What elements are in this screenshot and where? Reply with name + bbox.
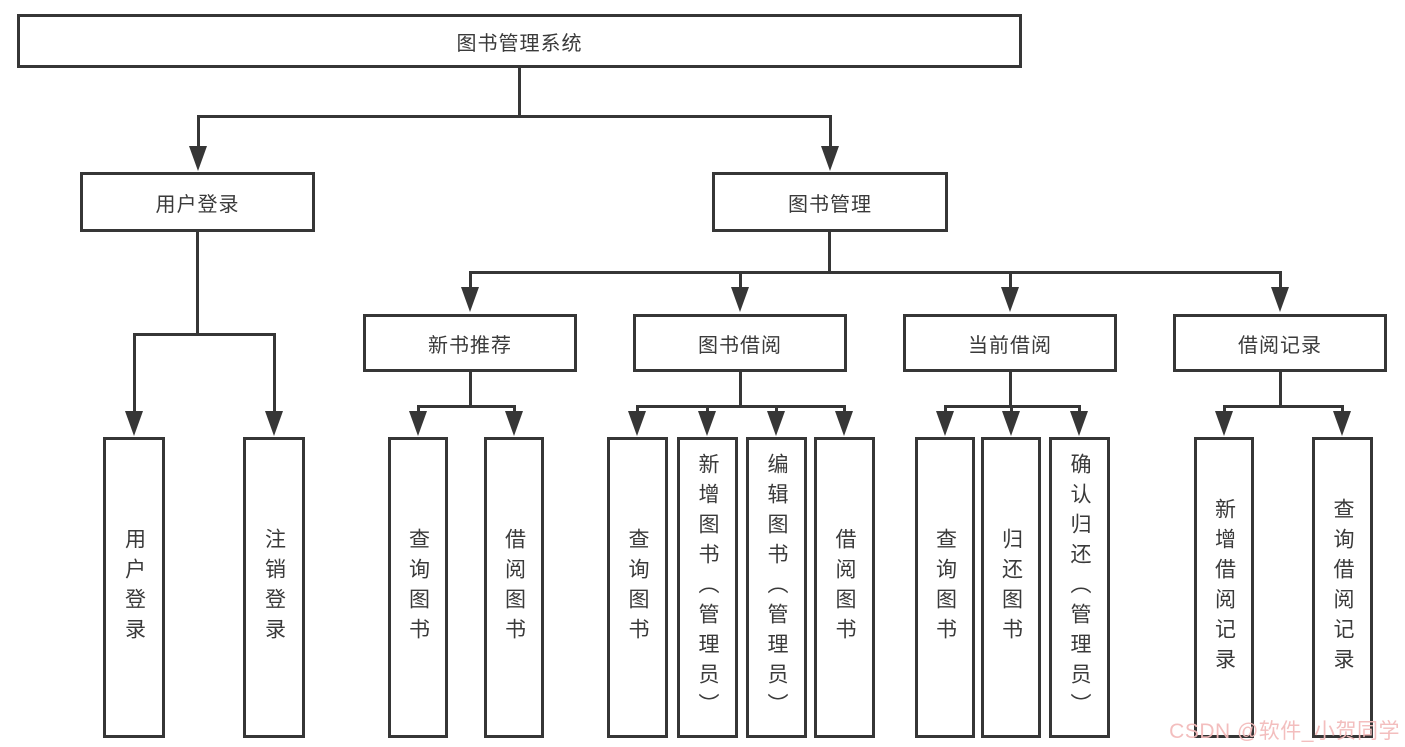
connector-stem bbox=[196, 232, 199, 335]
arrow-down-icon bbox=[409, 411, 427, 436]
node-label: 图书管理系统 bbox=[456, 32, 583, 55]
connector-bus bbox=[1223, 405, 1344, 408]
leaf-recommend-query-books: 查询图书 bbox=[388, 437, 448, 738]
leaf-confirm-return-admin: 确认归还（管理员） bbox=[1049, 437, 1110, 738]
leaf-current-query-books: 查询图书 bbox=[915, 437, 975, 738]
arrow-down-icon bbox=[125, 411, 143, 436]
node-label: 借阅图书 bbox=[833, 527, 856, 648]
connector-drop bbox=[775, 405, 778, 415]
connector-drop bbox=[706, 405, 709, 415]
arrow-down-icon bbox=[1215, 411, 1233, 436]
arrow-down-icon bbox=[505, 411, 523, 436]
leaf-return-books: 归还图书 bbox=[981, 437, 1041, 738]
arrow-down-icon bbox=[767, 411, 785, 436]
node-label: 借阅记录 bbox=[1238, 334, 1322, 357]
connector-drop bbox=[1223, 405, 1226, 415]
node-label: 新增图书（管理员） bbox=[696, 452, 719, 723]
arrow-down-icon bbox=[1001, 287, 1019, 312]
leaf-add-borrow-record: 新增借阅记录 bbox=[1194, 437, 1254, 738]
connector-drop bbox=[1341, 405, 1344, 415]
node-library-system: 图书管理系统 bbox=[17, 14, 1022, 68]
arrow-down-icon bbox=[731, 287, 749, 312]
connector-drop bbox=[636, 405, 639, 415]
node-label: 编辑图书（管理员） bbox=[765, 452, 788, 723]
node-label: 注销登录 bbox=[262, 527, 286, 648]
node-label: 图书管理 bbox=[788, 193, 872, 216]
leaf-borrowing-query-books: 查询图书 bbox=[607, 437, 668, 738]
connector-drop bbox=[469, 271, 472, 289]
node-label: 用户登录 bbox=[155, 193, 240, 216]
arrow-down-icon bbox=[1271, 287, 1289, 312]
leaf-add-book-admin: 新增图书（管理员） bbox=[677, 437, 738, 738]
node-label: 查询图书 bbox=[933, 527, 957, 648]
leaf-edit-book-admin: 编辑图书（管理员） bbox=[746, 437, 807, 738]
arrow-down-icon bbox=[821, 146, 839, 171]
connector-drop bbox=[1009, 271, 1012, 289]
node-label: 新书推荐 bbox=[428, 334, 512, 357]
node-current-borrowing: 当前借阅 bbox=[903, 314, 1117, 372]
connector-drop bbox=[1010, 405, 1013, 415]
node-label: 用户登录 bbox=[122, 527, 146, 648]
connector-drop bbox=[133, 333, 136, 413]
arrow-down-icon bbox=[189, 146, 207, 171]
connector-stem bbox=[469, 372, 472, 407]
node-label: 图书借阅 bbox=[698, 334, 782, 357]
node-label: 新增借阅记录 bbox=[1212, 497, 1236, 678]
node-label: 查询图书 bbox=[626, 527, 649, 648]
arrow-down-icon bbox=[1333, 411, 1351, 436]
leaf-user-login: 用户登录 bbox=[103, 437, 165, 738]
node-label: 当前借阅 bbox=[968, 334, 1052, 357]
csdn-watermark: CSDN @软件_小贺同学 bbox=[1169, 720, 1400, 743]
connector-drop bbox=[513, 405, 516, 415]
connector-drop bbox=[1279, 271, 1282, 289]
connector-bus bbox=[636, 405, 846, 408]
connector-stem bbox=[739, 372, 742, 407]
node-label: 查询图书 bbox=[406, 527, 430, 648]
node-book-borrowing: 图书借阅 bbox=[633, 314, 847, 372]
node-borrowing-records: 借阅记录 bbox=[1173, 314, 1387, 372]
connector-stem bbox=[1009, 372, 1012, 407]
arrow-down-icon bbox=[936, 411, 954, 436]
connector-drop bbox=[739, 271, 742, 289]
connector-drop bbox=[829, 115, 832, 147]
connector-stem bbox=[828, 232, 831, 273]
node-label: 查询借阅记录 bbox=[1331, 497, 1354, 678]
node-label: 确认归还（管理员） bbox=[1068, 452, 1091, 723]
node-new-book-recommend: 新书推荐 bbox=[363, 314, 577, 372]
node-label: 归还图书 bbox=[999, 527, 1023, 648]
connector-drop bbox=[417, 405, 420, 415]
connector-drop bbox=[1078, 405, 1081, 415]
connector-drop bbox=[843, 405, 846, 415]
connector-bus bbox=[197, 115, 831, 118]
connector-stem bbox=[1279, 372, 1282, 407]
connector-stem bbox=[518, 68, 521, 117]
node-book-management: 图书管理 bbox=[712, 172, 948, 232]
node-user-login: 用户登录 bbox=[80, 172, 315, 232]
arrow-down-icon bbox=[1002, 411, 1020, 436]
arrow-down-icon bbox=[835, 411, 853, 436]
node-label: 借阅图书 bbox=[502, 527, 526, 648]
connector-drop bbox=[273, 333, 276, 413]
connector-bus bbox=[417, 405, 516, 408]
leaf-logout-login: 注销登录 bbox=[243, 437, 305, 738]
connector-bus bbox=[133, 333, 276, 336]
arrow-down-icon bbox=[628, 411, 646, 436]
arrow-down-icon bbox=[1070, 411, 1088, 436]
leaf-query-borrow-record: 查询借阅记录 bbox=[1312, 437, 1373, 738]
arrow-down-icon bbox=[698, 411, 716, 436]
connector-drop bbox=[197, 115, 200, 147]
leaf-borrowing-borrow-books: 借阅图书 bbox=[814, 437, 875, 738]
connector-bus bbox=[469, 271, 1281, 274]
arrow-down-icon bbox=[265, 411, 283, 436]
leaf-recommend-borrow-books: 借阅图书 bbox=[484, 437, 544, 738]
arrow-down-icon bbox=[461, 287, 479, 312]
connector-drop bbox=[944, 405, 947, 415]
